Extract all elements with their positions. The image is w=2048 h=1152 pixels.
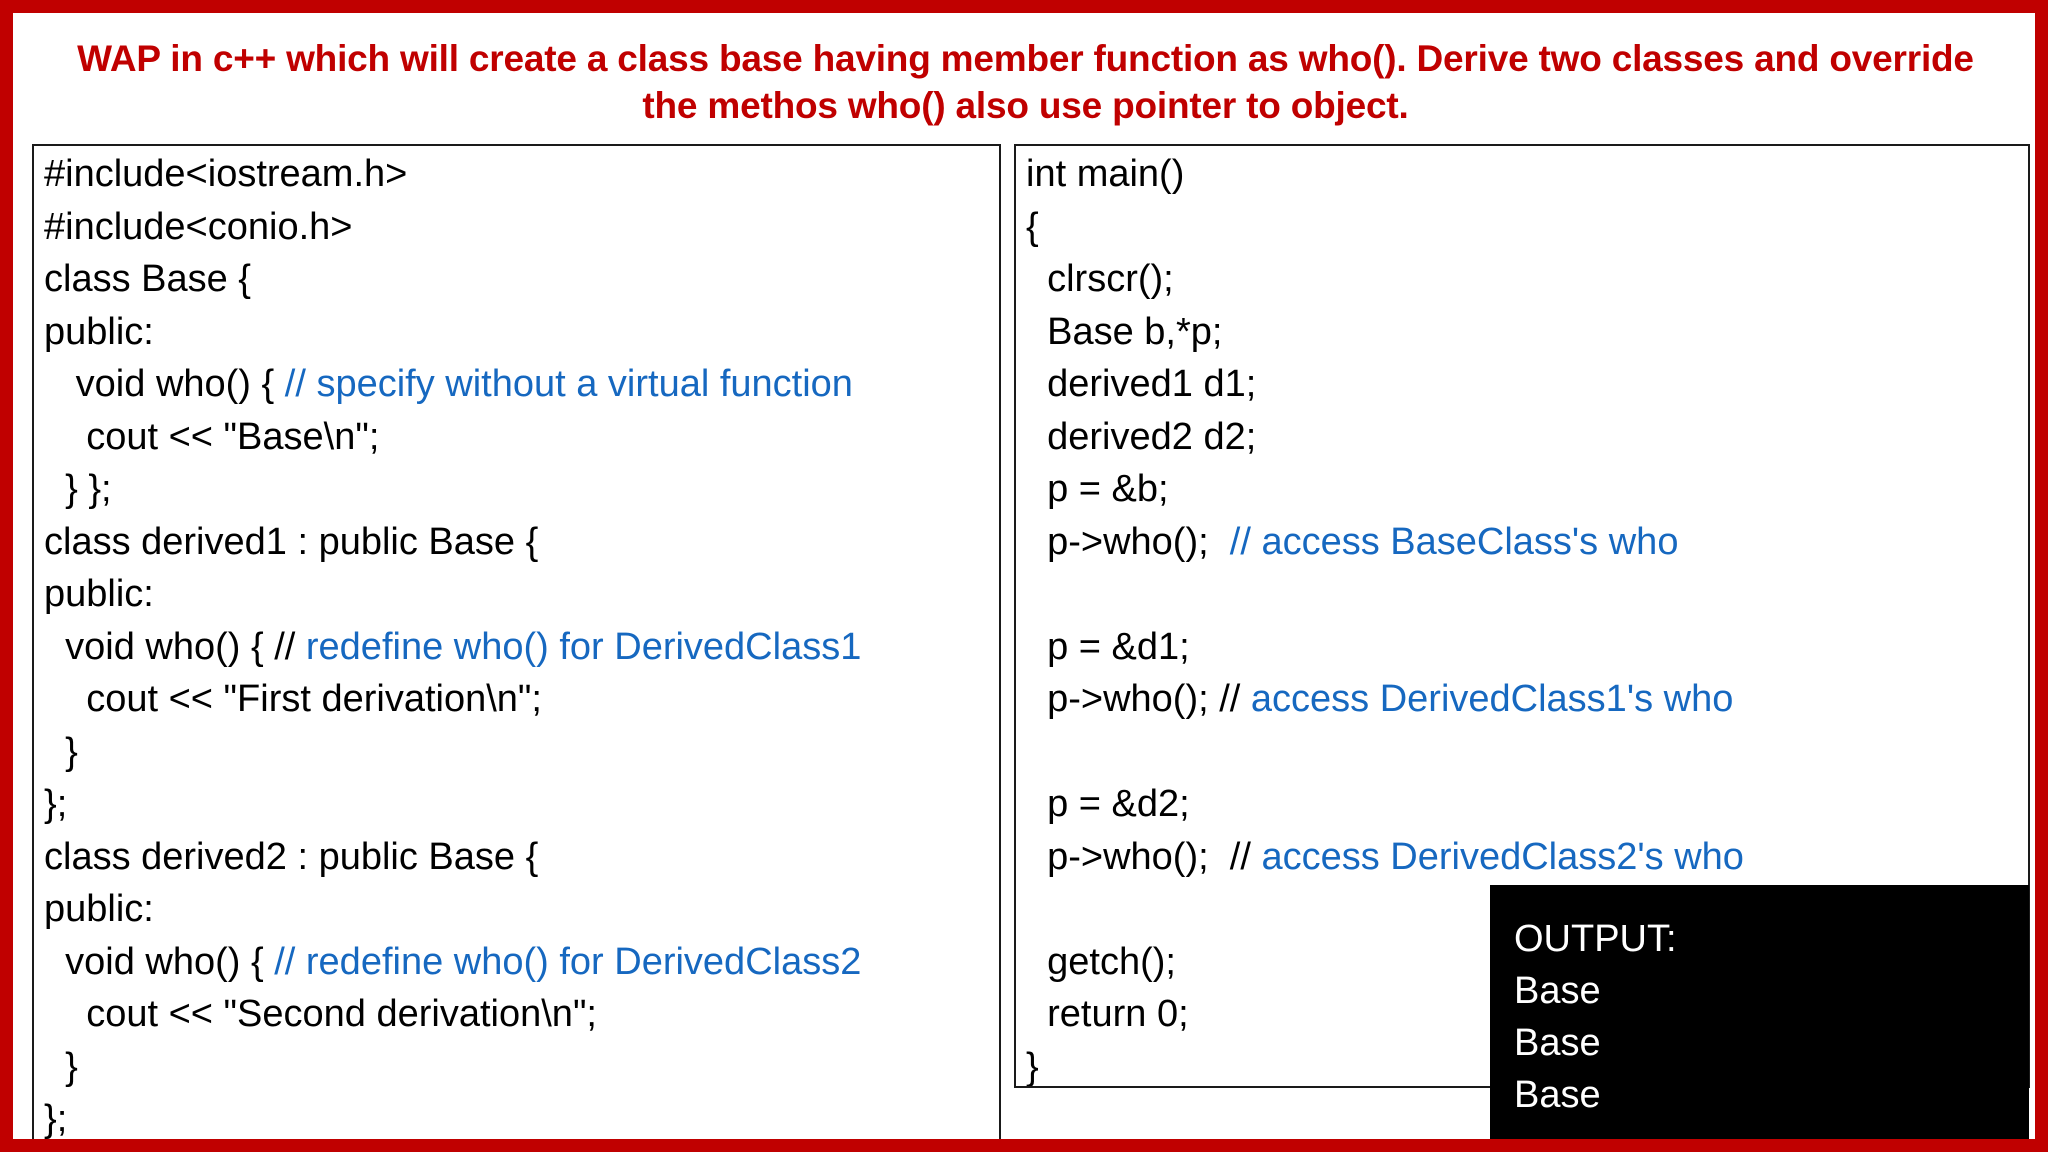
output-console-label: OUTPUT: bbox=[1514, 918, 1677, 960]
left-code-code: }; bbox=[44, 783, 68, 825]
left-code-code: void who() { bbox=[44, 363, 285, 405]
right-code-line: return 0; bbox=[1026, 988, 2028, 1041]
left-code-code: } }; bbox=[44, 468, 112, 510]
right-code-code: p->who(); bbox=[1026, 520, 1230, 563]
right-code-line: derived2 d2; bbox=[1026, 411, 2028, 464]
code-panel-left: #include<iostream.h> #include<conio.h> cla… bbox=[32, 144, 1001, 1140]
left-code-code: class derived2 : public Base { bbox=[44, 835, 539, 878]
right-code-code: p->who(); // bbox=[1026, 678, 1241, 720]
right-code-code: p = &d1; bbox=[1026, 625, 1190, 668]
output-console-line: Base bbox=[1514, 1074, 1601, 1116]
right-code-line bbox=[1026, 726, 2028, 779]
left-code-line: cout << "First derivation\n"; bbox=[44, 673, 999, 726]
left-code-comment: // specify without a virtual function bbox=[284, 363, 853, 405]
left-code-line: } bbox=[44, 726, 999, 779]
right-code-code: getch(); bbox=[1026, 940, 1176, 983]
left-code-line: public: bbox=[44, 568, 999, 621]
left-code-code: cout << "Base\n"; bbox=[44, 415, 380, 458]
right-code-line bbox=[1026, 568, 2028, 621]
output-console-line: Base bbox=[1514, 970, 1601, 1012]
left-code-line: public: bbox=[44, 306, 999, 359]
right-code-line: p->who(); // access DerivedClass1's who bbox=[1026, 673, 2028, 726]
right-code-code: int main() bbox=[1026, 153, 1185, 195]
right-code-code: Base b,*p; bbox=[1026, 310, 1223, 353]
right-code-line: p = &b; bbox=[1026, 463, 2028, 516]
left-code-code: class Base { bbox=[44, 258, 251, 300]
left-code-comment: // redefine who() for DerivedClass2 bbox=[274, 940, 862, 983]
left-code-code: } bbox=[44, 1045, 78, 1088]
left-code-code: void who() { // bbox=[44, 625, 296, 668]
right-code-comment: // access BaseClass's who bbox=[1229, 520, 1679, 563]
right-code-code: derived2 d2; bbox=[1026, 415, 1257, 458]
left-code-line: void who() { // redefine who() for Deriv… bbox=[44, 936, 999, 989]
left-code-line: class derived2 : public Base { bbox=[44, 831, 999, 884]
right-code-comment: access DerivedClass2's who bbox=[1250, 835, 1744, 878]
output-console-line: Base bbox=[1514, 1022, 1601, 1064]
code-block-right: int main() { clrscr(); Base b,*p; derived… bbox=[1026, 148, 2028, 1088]
right-code-code: p = &b; bbox=[1026, 468, 1169, 510]
right-code-line: } bbox=[1026, 1041, 2028, 1088]
page-title: WAP in c++ which will create a class bas… bbox=[77, 38, 1974, 126]
right-code-code: p->who(); // bbox=[1026, 835, 1251, 878]
right-code-comment: access DerivedClass1's who bbox=[1240, 678, 1734, 720]
left-code-code: public: bbox=[44, 573, 154, 615]
left-code-line: public: bbox=[44, 883, 999, 936]
right-code-line: p->who(); // access BaseClass's who bbox=[1026, 516, 2028, 569]
left-code-line: void who() { // redefine who() for Deriv… bbox=[44, 621, 999, 674]
right-code-code: derived1 d1; bbox=[1026, 363, 1257, 405]
left-code-code: }; bbox=[44, 1098, 68, 1140]
left-code-line: #include<conio.h> bbox=[44, 201, 999, 254]
left-code-line: class Base { bbox=[44, 253, 999, 306]
left-code-code: #include<iostream.h> bbox=[44, 153, 408, 195]
right-code-code: return 0; bbox=[1026, 993, 1189, 1035]
right-code-line: p->who(); // access DerivedClass2's who bbox=[1026, 831, 2028, 884]
left-code-code: cout << "First derivation\n"; bbox=[44, 678, 542, 720]
left-code-code: #include<conio.h> bbox=[44, 205, 353, 248]
left-code-line: }; bbox=[44, 778, 999, 831]
left-code-line: #include<iostream.h> bbox=[44, 148, 999, 201]
left-code-code: public: bbox=[44, 888, 154, 930]
right-code-code: } bbox=[1026, 1045, 1039, 1088]
left-code-line: } }; bbox=[44, 463, 999, 516]
right-code-code: { bbox=[1026, 205, 1039, 248]
left-code-line: } bbox=[44, 1041, 999, 1094]
left-code-line: cout << "Second derivation\n"; bbox=[44, 988, 999, 1041]
left-code-code: public: bbox=[44, 310, 154, 353]
right-code-line: p = &d1; bbox=[1026, 621, 2028, 674]
right-code-line: derived1 d1; bbox=[1026, 358, 2028, 411]
right-code-line: int main() bbox=[1026, 148, 2028, 201]
left-code-code: void who() { bbox=[44, 940, 275, 983]
right-code-line: { bbox=[1026, 201, 2028, 254]
right-code-line: clrscr(); bbox=[1026, 253, 2028, 306]
left-code-line: }; bbox=[44, 1093, 999, 1140]
right-code-line: p = &d2; bbox=[1026, 778, 2028, 831]
left-code-code: class derived1 : public Base { bbox=[44, 520, 539, 563]
code-block-left: #include<iostream.h> #include<conio.h> cla… bbox=[44, 148, 999, 1140]
right-code-line: getch(); bbox=[1026, 936, 2028, 989]
left-code-comment: redefine who() for DerivedClass1 bbox=[295, 625, 862, 668]
left-code-line: void who() { // specify without a virtua… bbox=[44, 358, 999, 411]
right-code-code: clrscr(); bbox=[1026, 258, 1174, 300]
left-code-line: cout << "Base\n"; bbox=[44, 411, 999, 464]
left-code-line: class derived1 : public Base { bbox=[44, 516, 999, 569]
right-code-code: p = &d2; bbox=[1026, 783, 1190, 825]
left-code-code: } bbox=[44, 730, 78, 773]
right-code-line: Base b,*p; bbox=[1026, 306, 2028, 359]
left-code-code: cout << "Second derivation\n"; bbox=[44, 993, 597, 1035]
